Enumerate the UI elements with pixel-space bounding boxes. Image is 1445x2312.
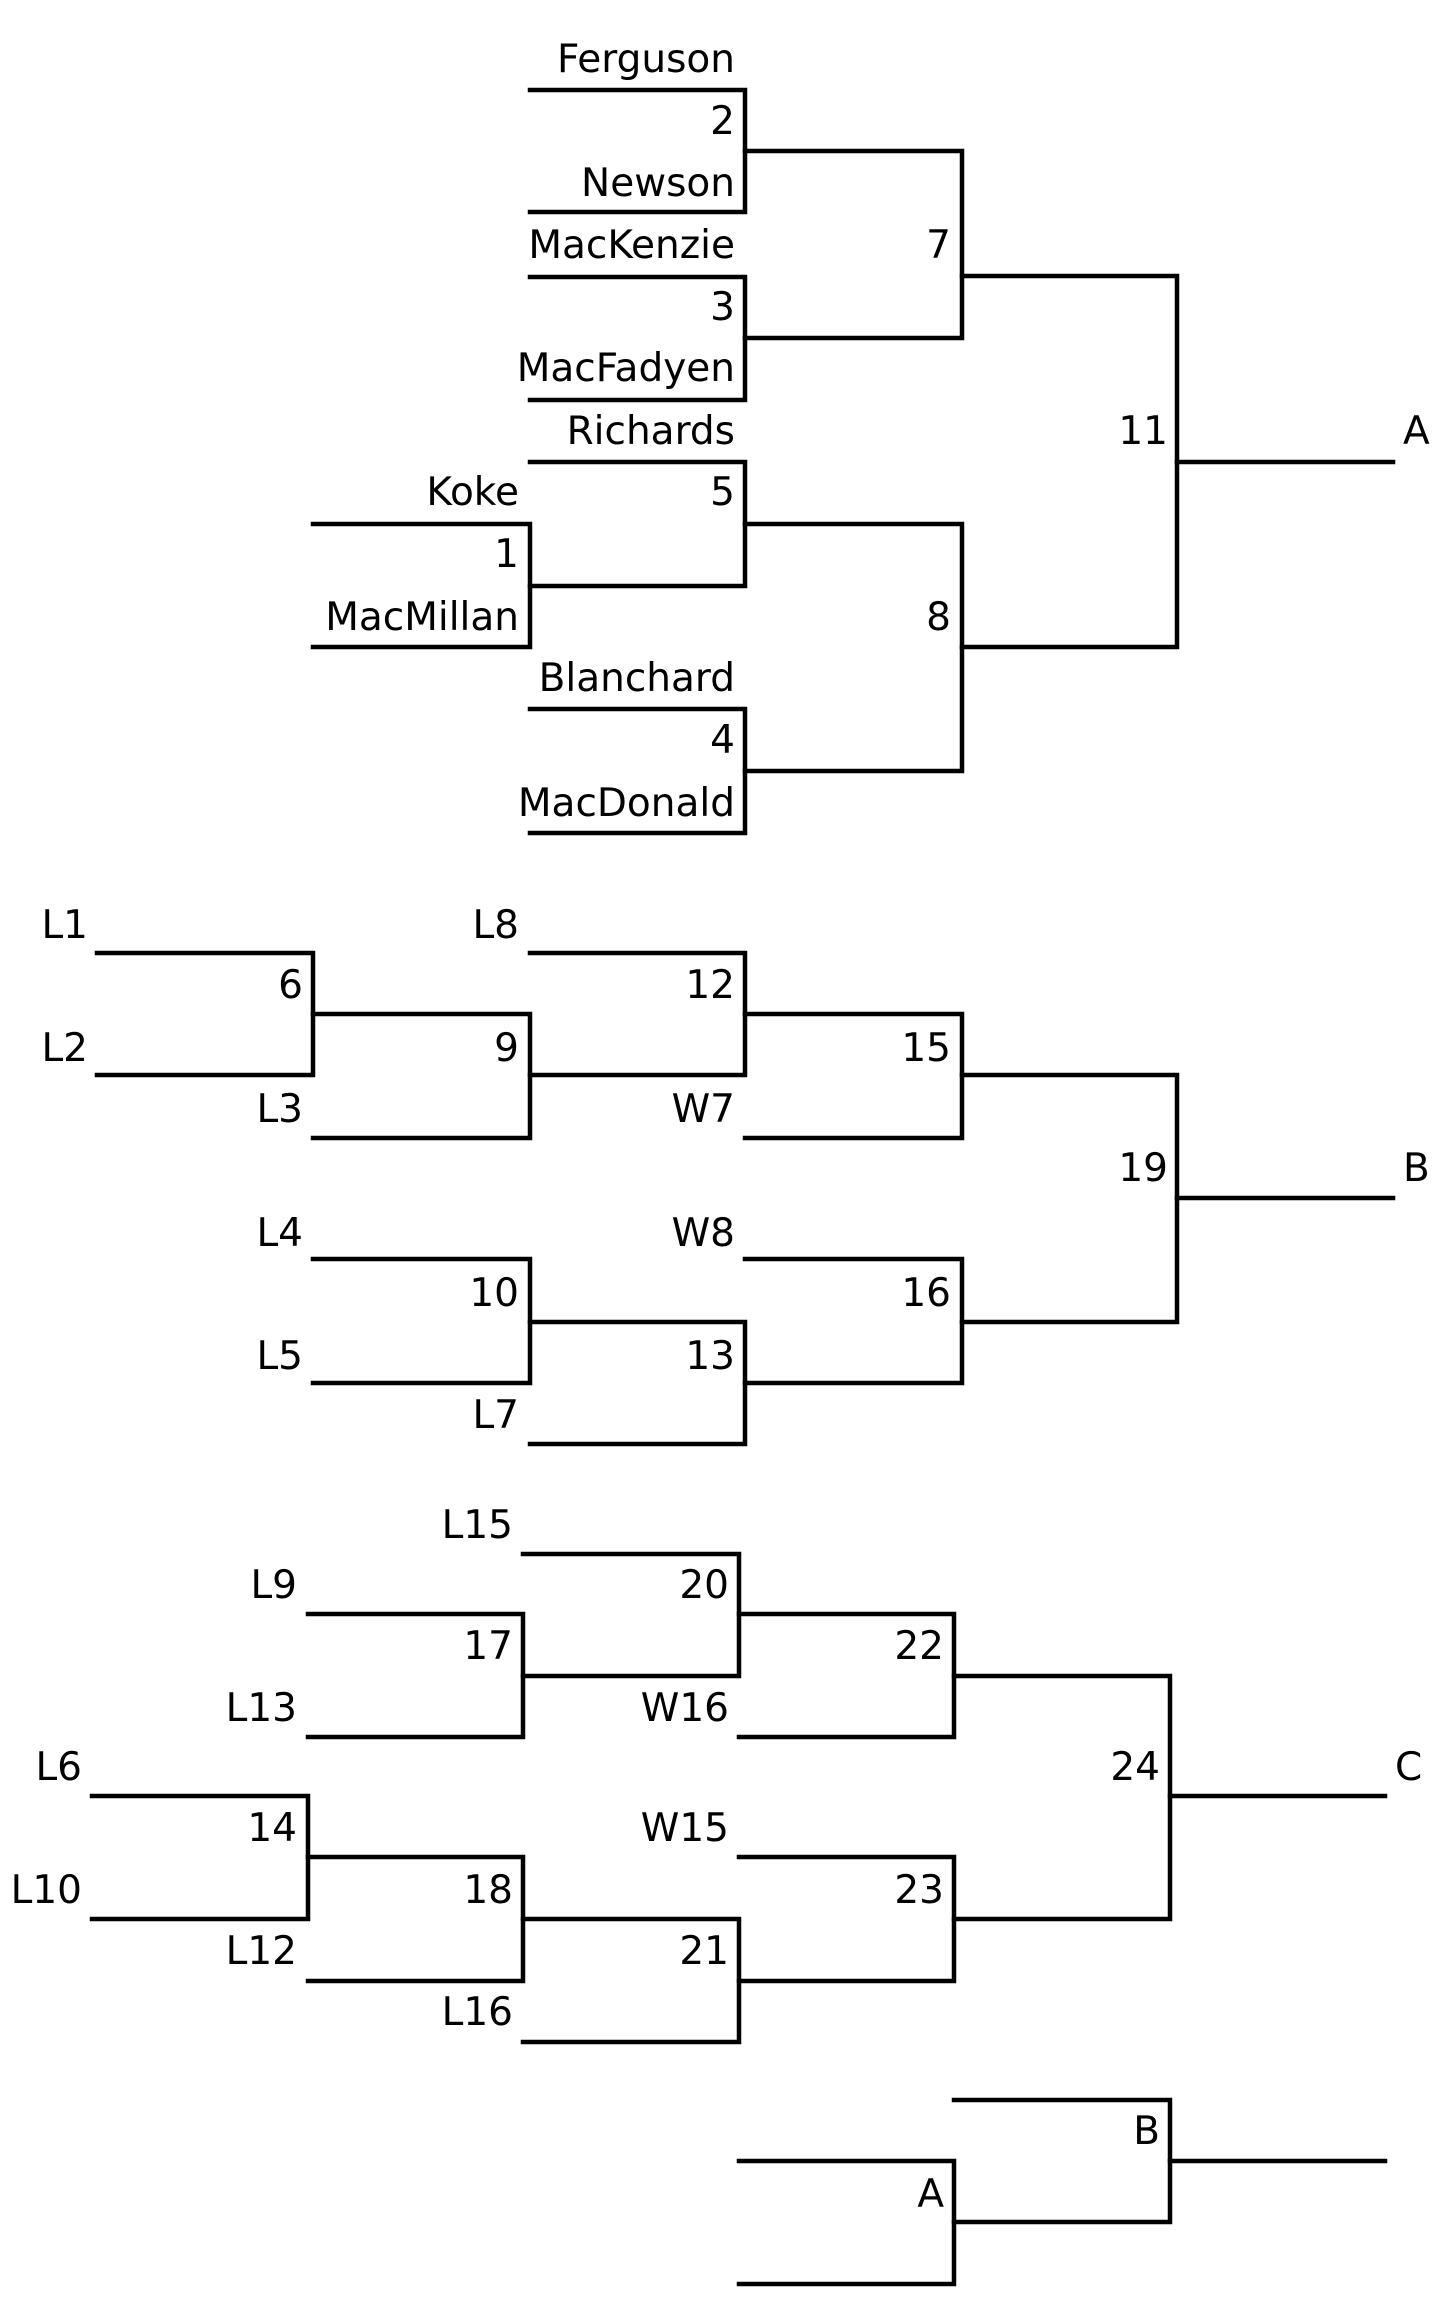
game-number-16: 16 [901,1271,951,1316]
feeder-l2: L2 [41,1026,88,1071]
game-11-connector [959,273,1180,650]
feeder-w7: W7 [672,1087,735,1132]
final-label-a: A [917,2172,944,2217]
entrant-newson: Newson [581,161,735,206]
game-number-17: 17 [463,1624,513,1669]
feeder-l3: L3 [256,1087,303,1132]
game-number-4: 4 [710,718,735,763]
feeder-l4: L4 [256,1211,303,1256]
feeder-w8: W8 [672,1211,735,1256]
feeder-l12: L12 [226,1929,297,1974]
entrant-koke: Koke [426,470,519,515]
entrant-richards: Richards [567,409,735,454]
game-number-3: 3 [710,285,735,330]
game-number-7: 7 [926,223,951,268]
game-number-24: 24 [1110,1745,1160,1790]
game-7-connector [742,148,965,341]
game-number-9: 9 [494,1026,519,1071]
game-number-13: 13 [685,1334,735,1379]
game-number-5: 5 [710,470,735,515]
entrant-blanchard: Blanchard [539,656,735,701]
entrant-ferguson: Ferguson [557,37,735,82]
feeder-l6: L6 [35,1745,82,1790]
game-number-22: 22 [894,1624,944,1669]
third-draw: L15 L9 L13 W16 L6 W15 L10 L12 L16 20 17 … [11,1503,1422,2045]
feeder-l15: L15 [442,1503,513,1548]
entrant-macdonald: MacDonald [518,781,735,826]
game-number-18: 18 [463,1868,513,1913]
entrant-mackenzie: MacKenzie [528,223,735,268]
game-number-21: 21 [679,1929,729,1974]
game-number-11: 11 [1118,409,1168,454]
qualifier-b-label: B [1403,1146,1430,1191]
game-8-connector [742,521,965,774]
game-number-23: 23 [894,1868,944,1913]
feeder-l7: L7 [472,1393,519,1438]
game-number-2: 2 [710,99,735,144]
qualifier-c-label: C [1395,1745,1422,1790]
final-label-b: B [1133,2109,1160,2154]
second-draw: L1 L2 L3 L8 W7 L4 L5 L7 W8 6 9 12 15 10 … [41,903,1430,1447]
game-number-15: 15 [901,1026,951,1071]
entrant-macfadyen: MacFadyen [517,346,735,391]
game-number-1: 1 [494,532,519,577]
final-section: A B [736,2097,1388,2287]
feeder-l16: L16 [442,1990,513,2035]
feeder-w16: W16 [641,1686,729,1731]
feeder-l1: L1 [41,903,88,948]
game-19-connector [959,1072,1180,1325]
game-number-10: 10 [469,1271,519,1316]
feeder-l13: L13 [226,1686,297,1731]
game-number-14: 14 [247,1806,297,1851]
feeder-l5: L5 [256,1334,303,1379]
game-number-19: 19 [1118,1146,1168,1191]
game-number-12: 12 [685,963,735,1008]
qualifier-a-label: A [1403,409,1430,454]
feeder-l8: L8 [472,903,519,948]
game-24-connector [951,1673,1173,1922]
feeder-w15: W15 [641,1806,729,1851]
entrant-macmillan: MacMillan [325,595,519,640]
feeder-l9: L9 [250,1563,297,1608]
feeder-l10: L10 [11,1868,82,1913]
game-number-6: 6 [278,963,303,1008]
game-number-8: 8 [926,595,951,640]
main-draw: Ferguson Newson MacKenzie MacFadyen Rich… [310,37,1430,836]
game-number-20: 20 [679,1563,729,1608]
